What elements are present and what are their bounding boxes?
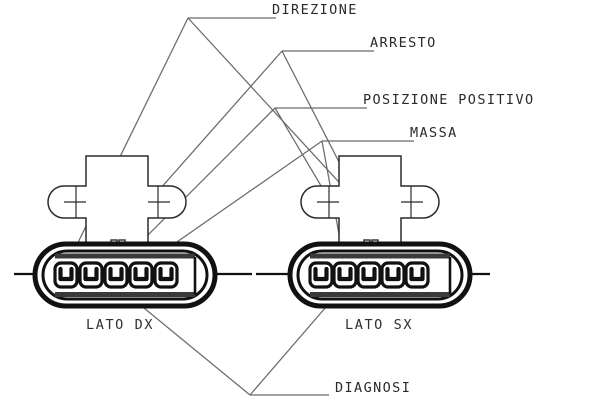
caption-lato-sx: LATO SX	[345, 317, 414, 333]
label-massa: MASSA	[410, 125, 458, 141]
connector-upper-body-right	[300, 155, 440, 250]
label-diagnosi: DIAGNOSI	[335, 380, 412, 396]
pin-dx-3[interactable]	[105, 263, 127, 287]
pin-sx-1[interactable]	[310, 263, 332, 287]
pins-lato-dx[interactable]	[55, 263, 177, 287]
pin-sx-5[interactable]	[406, 263, 428, 287]
caption-lato-dx: LATO DX	[86, 317, 155, 333]
label-arresto: ARRESTO	[370, 35, 437, 51]
pins-lato-sx[interactable]	[310, 263, 428, 287]
pin-dx-4[interactable]	[130, 263, 152, 287]
label-posizione-positivo: POSIZIONE POSITIVO	[363, 92, 535, 108]
connector-upper-body-left	[47, 155, 187, 250]
pin-sx-3[interactable]	[358, 263, 380, 287]
pin-sx-2[interactable]	[334, 263, 356, 287]
pin-sx-4[interactable]	[382, 263, 404, 287]
pin-dx-1[interactable]	[55, 263, 77, 287]
label-direzione: DIREZIONE	[272, 2, 358, 18]
pin-dx-5[interactable]	[155, 263, 177, 287]
pin-dx-2[interactable]	[80, 263, 102, 287]
